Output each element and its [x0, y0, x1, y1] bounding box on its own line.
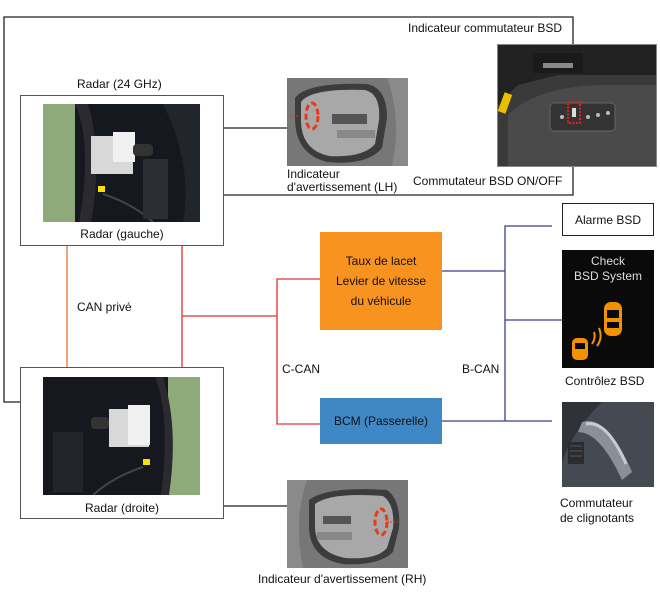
vehicle-ecu-box: Taux de lacet Levier de vitesse du véhic… [320, 232, 442, 330]
radar-24ghz-label: Radar (24 GHz) [77, 77, 162, 91]
radar-right-photo [43, 377, 200, 495]
c-can-label: C-CAN [282, 362, 320, 376]
warning-rh-label: Indicateur d'avertissement (RH) [258, 572, 427, 586]
bcm-gateway-box: BCM (Passerelle) [320, 398, 442, 444]
c-can-bcm-line [276, 316, 320, 425]
ecu-yaw-rate-label: Taux de lacet [345, 254, 417, 268]
turn-switch-label-line1: Commutateur [560, 496, 633, 510]
ecu-vehicle-label: du véhicule [350, 294, 412, 308]
radar-right-box: Radar (droite) [20, 367, 224, 519]
check-bsd-label: Contrôlez BSD [565, 374, 645, 388]
bcm-label: BCM (Passerelle) [333, 414, 429, 428]
turn-switch-label-line2: de clignotants [560, 511, 635, 525]
mirror-lh-photo [287, 78, 408, 166]
mirror-rh-photo [287, 480, 408, 568]
turn-signal-stalk-photo [562, 402, 654, 487]
c-can-bus-line [182, 278, 320, 317]
radar-left-photo [43, 104, 200, 222]
private-can-label: CAN privé [77, 300, 132, 314]
bsd-alarm-box: Alarme BSD [562, 203, 654, 236]
bsd-switch-indicator-label: Indicateur commutateur BSD [408, 21, 563, 35]
radar-left-box: Radar (gauche) [20, 95, 224, 246]
warning-lh-label-line2: d'avertissement (LH) [287, 180, 398, 194]
bsd-switch-frame-line [3, 16, 574, 403]
dashboard-switch-photo [497, 44, 657, 167]
b-can-label: B-CAN [462, 362, 500, 376]
bsd-switch-onoff-label: Commutateur BSD ON/OFF [413, 174, 563, 188]
radar-left-label: Radar (gauche) [80, 227, 164, 241]
bsd-cluster-warning: Check BSD System [562, 250, 654, 368]
radar-right-label: Radar (droite) [84, 501, 160, 515]
ecu-gear-lever-label: Levier de vitesse [335, 274, 427, 288]
b-can-bus-line [504, 225, 552, 421]
bsd-alarm-label: Alarme BSD [574, 212, 642, 227]
cluster-bsd-system-text: BSD System [573, 269, 642, 283]
warning-lh-label-line1: Indicateur [287, 167, 340, 181]
bsd-car-icon [572, 302, 622, 360]
cluster-check-text: Check [590, 254, 625, 268]
